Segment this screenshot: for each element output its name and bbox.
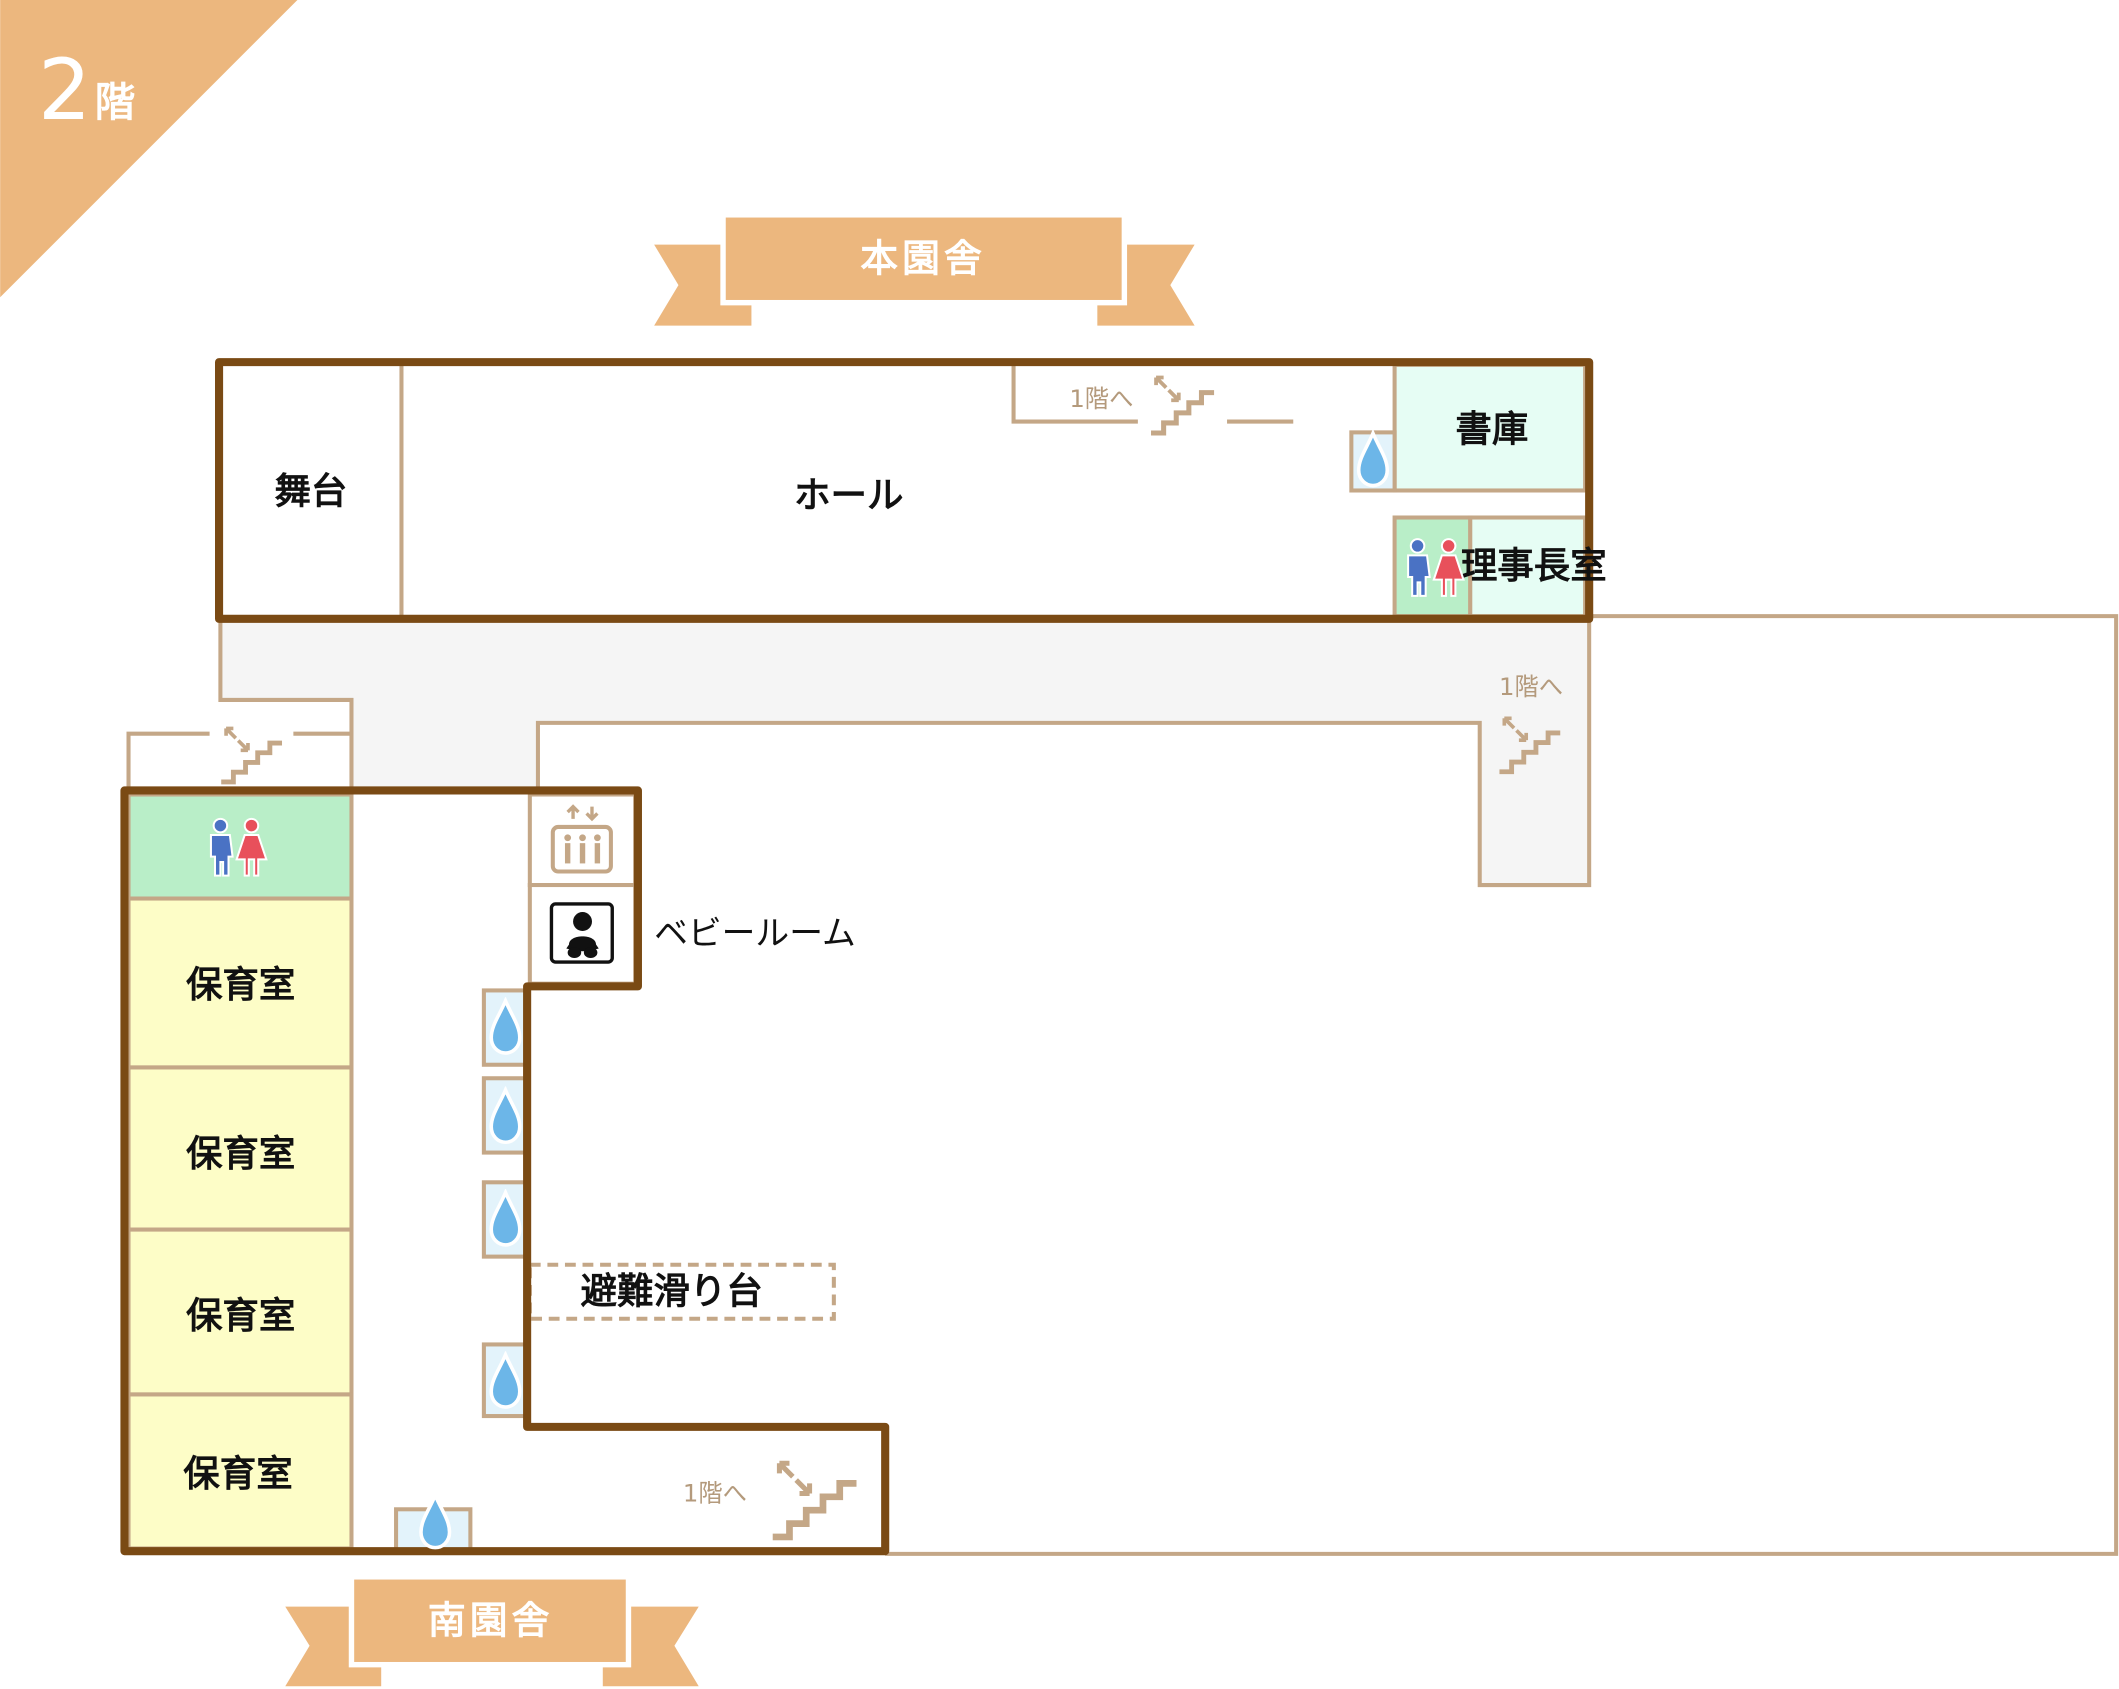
- nursery-label: 保育室: [186, 1294, 295, 1337]
- stairs-label: 1階へ: [1499, 672, 1563, 701]
- stairs-icon: [773, 1463, 857, 1537]
- nursery-room-4: [126, 1392, 354, 1551]
- baby-icon: [549, 902, 614, 964]
- floor-suffix: 階: [95, 78, 136, 126]
- evacuation-slide-label: 避難滑り台: [581, 1270, 763, 1313]
- main-building-wall: [215, 358, 1594, 623]
- banner-main-building: 本園舎: [654, 212, 1195, 326]
- nursery-label: 保育室: [183, 1452, 292, 1495]
- stairs-label: 1階へ: [683, 1478, 747, 1507]
- south-building-wall: [120, 786, 890, 1556]
- stairs-label: 1階へ: [1069, 384, 1133, 413]
- banner-main-label: 本園舎: [860, 236, 986, 280]
- stage-label: 舞台: [274, 470, 347, 513]
- main-building: [215, 358, 1594, 623]
- banner-south-building: 南園舎: [285, 1574, 699, 1687]
- stair-wall-left: [126, 731, 210, 791]
- banner-south-label: 南園舎: [428, 1598, 554, 1642]
- floor-badge: 2 階: [0, 0, 298, 298]
- baby-room-label: ベビールーム: [654, 914, 856, 953]
- stairs-icon: [221, 728, 282, 782]
- chairman-office: [1468, 515, 1588, 619]
- water-drop-icon: [419, 1493, 452, 1550]
- library-room: [1392, 362, 1588, 493]
- nursery-room-1: [126, 896, 354, 1070]
- nursery-label: 保育室: [186, 963, 295, 1006]
- elevator-icon: [550, 804, 613, 874]
- chairman-office-label: 理事長室: [1461, 544, 1607, 587]
- stair-wall-top: [1011, 364, 1138, 424]
- building-outline: [885, 614, 2119, 1556]
- stairs-icon: [1151, 378, 1214, 433]
- evacuation-slide: [527, 1262, 836, 1321]
- nursery-room-3: [126, 1227, 354, 1397]
- floor-number: 2: [38, 41, 91, 139]
- library-label: 書庫: [1455, 408, 1528, 451]
- nursery-label: 保育室: [186, 1132, 295, 1175]
- corridor: [218, 616, 1592, 888]
- hall-label: ホール: [794, 474, 903, 517]
